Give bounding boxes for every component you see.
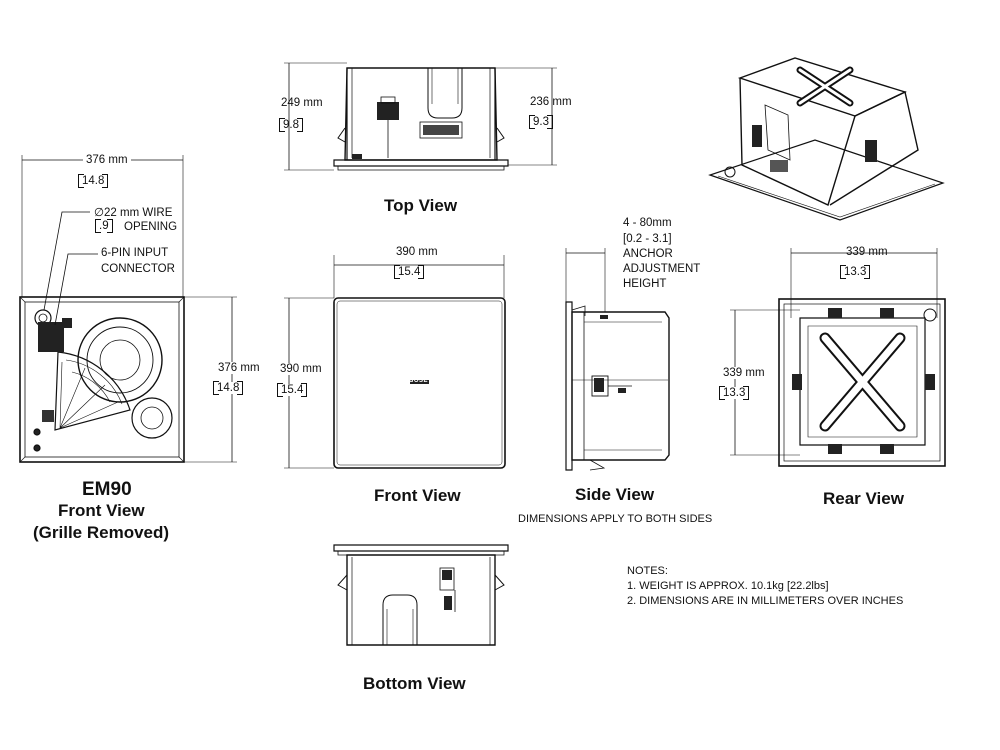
rear-height-in: 13.3	[718, 386, 750, 400]
front-width-mm: 390 mm	[396, 246, 438, 258]
rear-height-mm: 339 mm	[723, 367, 765, 379]
wire-callout-in: .9	[95, 219, 113, 233]
grille-width-in: 14.8	[77, 174, 109, 188]
anchor-callout-line2: [0.2 - 3.1]	[623, 233, 672, 245]
note-units: 2. DIMENSIONS ARE IN MILLIMETERS OVER IN…	[627, 595, 904, 607]
front-width-in: 15.4	[393, 265, 425, 279]
top-view-title: Top View	[384, 196, 458, 215]
front-view-drawing	[333, 297, 506, 469]
grille-height-in: 14.8	[212, 381, 244, 395]
rear-width-mm: 339 mm	[846, 246, 888, 258]
bottom-view-title: Bottom View	[363, 674, 466, 693]
top-height-left-mm: 249 mm	[281, 97, 323, 109]
grille-removed-view-drawing	[19, 296, 185, 463]
top-height-right-in: 9.3	[529, 115, 553, 129]
model-name: EM90	[82, 479, 132, 500]
rear-width-in: 13.3	[839, 265, 871, 279]
grille-removed-subtitle: (Grille Removed)	[33, 523, 170, 542]
front-grille-removed-title: Front View	[58, 501, 145, 520]
front-height-in: 15.4	[276, 383, 308, 397]
anchor-callout-line5: HEIGHT	[623, 278, 667, 290]
rear-view-drawing	[778, 298, 946, 467]
connector-callout-line2: CONNECTOR	[101, 263, 175, 275]
side-view-drawing	[565, 301, 670, 471]
grille-width-mm: 376 mm	[83, 154, 131, 166]
top-height-left-in: 9.8	[279, 118, 303, 132]
bottom-view-drawing	[333, 544, 509, 646]
brand-logo: BOSE	[409, 378, 429, 384]
note-weight: 1. WEIGHT IS APPROX. 10.1kg [22.2lbs]	[627, 580, 829, 592]
top-height-right-mm: 236 mm	[530, 96, 572, 108]
anchor-callout-line4: ADJUSTMENT	[623, 263, 701, 275]
side-view-note: DIMENSIONS APPLY TO BOTH SIDES	[518, 513, 713, 525]
anchor-callout-line1: 4 - 80mm	[623, 217, 672, 229]
isometric-view-drawing	[708, 57, 945, 221]
wire-callout-line2: OPENING	[124, 221, 178, 233]
front-height-mm: 390 mm	[280, 363, 322, 375]
wire-callout-line1: ∅22 mm WIRE	[94, 207, 173, 219]
top-view-drawing	[333, 67, 509, 171]
front-view-title: Front View	[374, 486, 461, 505]
rear-view-title: Rear View	[823, 489, 904, 508]
grille-height-mm: 376 mm	[218, 362, 260, 374]
side-view-title: Side View	[575, 485, 655, 504]
connector-callout-line1: 6-PIN INPUT	[101, 247, 169, 259]
anchor-callout-line3: ANCHOR	[623, 248, 673, 260]
notes-heading: NOTES:	[627, 565, 668, 577]
